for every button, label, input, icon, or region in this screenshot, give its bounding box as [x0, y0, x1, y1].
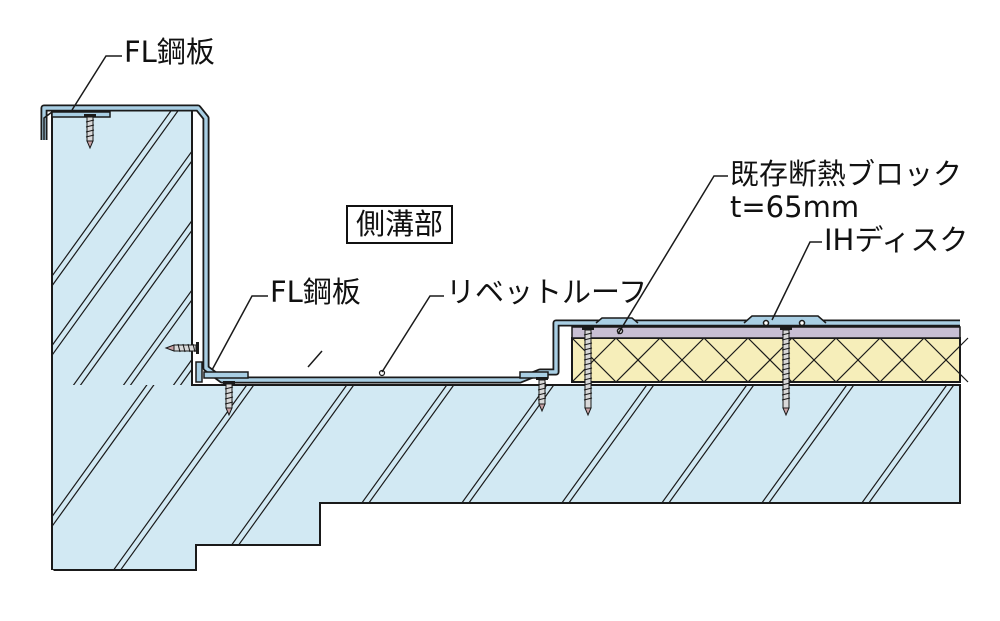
hatch-line — [69, 108, 192, 385]
label-insulation-thickness: t=65mm — [730, 190, 860, 224]
label-fl-steel-gutter: FL鋼板 — [270, 275, 361, 309]
screw-insulation-right — [780, 327, 792, 417]
hatch-line — [119, 108, 192, 385]
fl-steel-plate-top — [43, 111, 111, 140]
leader-insulation — [617, 175, 728, 335]
leader-fl-steel-gutter — [211, 295, 268, 371]
label-ih-disk: IHディスク — [824, 223, 969, 257]
insulation-cross-line — [615, 337, 661, 383]
leader-ih-disk — [771, 241, 822, 321]
hatch-line — [52, 385, 151, 570]
hatch-line — [76, 108, 192, 385]
rivet-roof-sheet — [40, 104, 960, 384]
leader-fl-steel-top — [71, 55, 122, 111]
hatch-line — [52, 108, 192, 385]
insulation-cross-line — [659, 337, 705, 383]
hatch-line — [209, 385, 351, 570]
screw-step — [536, 377, 548, 413]
hatch-line — [169, 108, 192, 385]
hatch-line — [216, 385, 358, 570]
label-insulation-name: 既存断熱ブロック — [730, 157, 963, 191]
rivet — [378, 369, 386, 377]
leader-tick — [307, 350, 323, 368]
concrete-hatching-wall — [52, 108, 192, 385]
insulation-cross-line — [571, 337, 617, 383]
insulation-cross-pattern — [571, 337, 969, 383]
insulation-cross-line — [835, 337, 881, 383]
existing-insulation-block — [571, 337, 961, 383]
hatch-line — [52, 385, 158, 570]
leader-rivet-roof — [381, 295, 444, 373]
hatch-line — [52, 108, 192, 385]
label-section-name: 側溝部 — [346, 205, 454, 244]
insulation-cross-line — [923, 337, 969, 383]
hatch-line — [109, 385, 251, 570]
ih-disk — [743, 315, 827, 327]
screw-gutter-floor — [223, 381, 235, 417]
hatch-line — [116, 385, 258, 570]
hatch-line — [52, 108, 187, 385]
hatch-line — [126, 108, 192, 385]
insulation-cross-line — [879, 337, 925, 383]
hatch-line — [52, 108, 180, 385]
screw-insulation-left — [582, 327, 594, 417]
underlay-layer — [571, 326, 961, 339]
screw-top-wall — [84, 114, 96, 150]
insulation-cross-line — [703, 337, 749, 383]
label-rivet-roof: リベットルーフ — [446, 275, 648, 309]
concrete-structure — [51, 107, 961, 571]
fl-steel-plate-gutter — [195, 361, 549, 383]
screw-gutter-wall — [164, 342, 199, 354]
insulation-cross-line — [791, 337, 837, 383]
label-fl-steel-top: FL鋼板 — [124, 35, 215, 69]
leader-lines — [71, 55, 822, 373]
screws — [84, 114, 792, 417]
